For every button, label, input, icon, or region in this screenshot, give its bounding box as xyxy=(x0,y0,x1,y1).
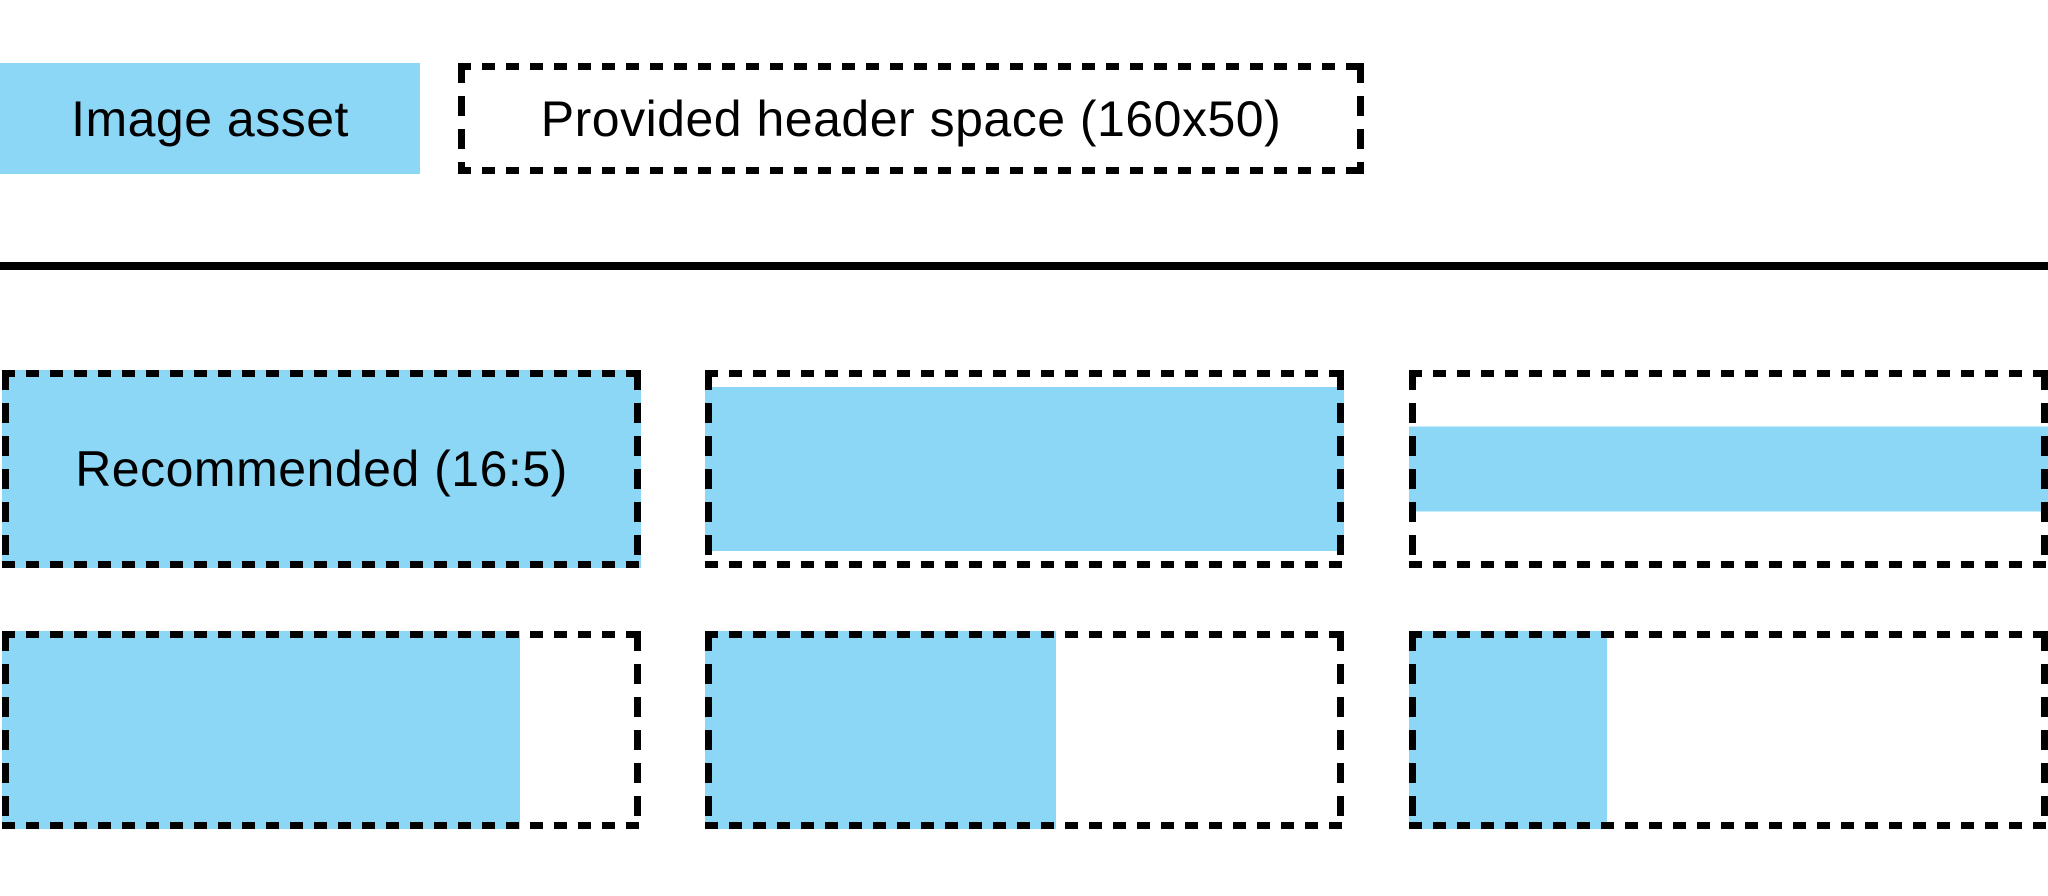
image-asset-fill xyxy=(1409,426,2048,512)
recommended-label: Recommended (16:5) xyxy=(75,441,568,497)
image-asset-fill xyxy=(705,631,1056,829)
image-asset-fill xyxy=(1409,631,1607,829)
legend-image-asset-label: Image asset xyxy=(71,90,349,147)
image-asset-fill xyxy=(2,631,520,829)
example-wider-than-16-5 xyxy=(705,370,1344,568)
legend-header-space-label: Provided header space (160x50) xyxy=(540,90,1282,147)
divider-rule xyxy=(0,262,2048,270)
example-narrower-than-16-5 xyxy=(2,631,641,829)
example-square-asset xyxy=(1409,631,2048,829)
example-much-wider-than-16-5 xyxy=(1409,370,2048,568)
example-much-narrower-than-16-5 xyxy=(705,631,1344,829)
example-recommended-16-5: Recommended (16:5) xyxy=(2,370,641,568)
image-asset-fill xyxy=(705,387,1344,551)
legend-header-space-box: Provided header space (160x50) xyxy=(458,63,1364,174)
image-asset-fill xyxy=(2,370,641,568)
legend-image-asset-swatch: Image asset xyxy=(0,63,420,174)
